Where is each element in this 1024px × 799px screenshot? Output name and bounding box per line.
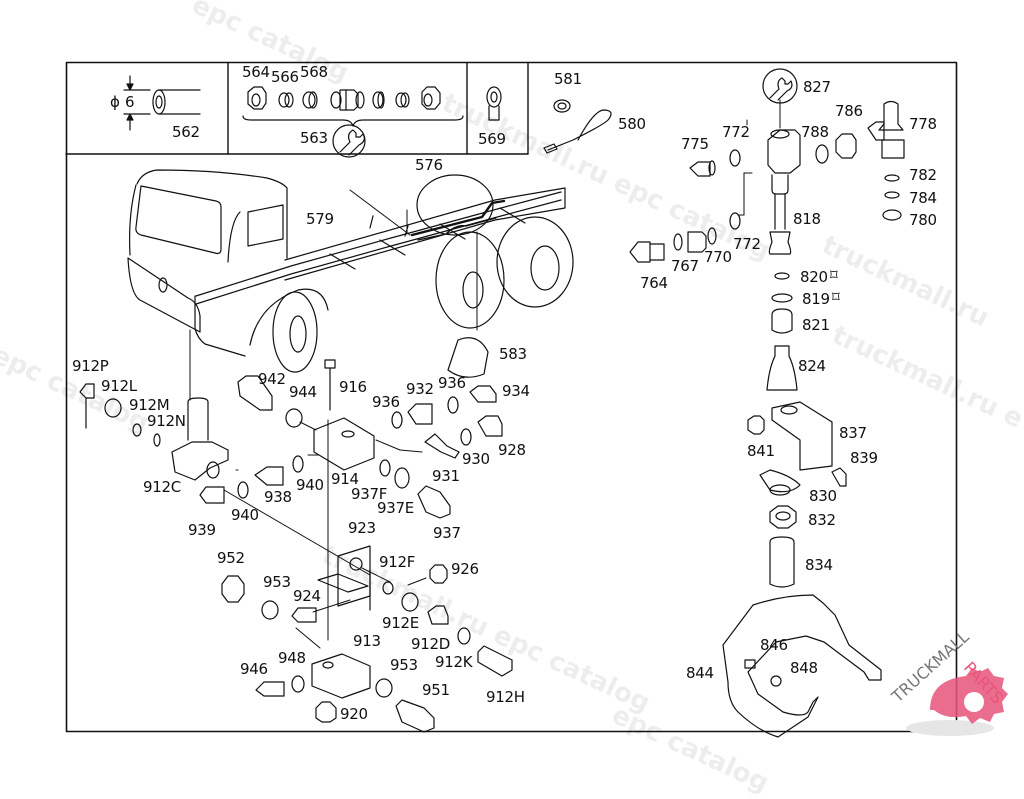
part-label-581[interactable]: 581	[554, 70, 582, 88]
part-label-942[interactable]: 942	[258, 370, 286, 388]
diagram-artwork	[65, 61, 958, 738]
part-label-953[interactable]: 953	[263, 573, 291, 591]
part-label-913[interactable]: 913	[353, 632, 381, 650]
part-label-819[interactable]: 819	[802, 290, 830, 308]
part-label-583[interactable]: 583	[499, 345, 527, 363]
ring-symbol-icon: ⌑	[830, 266, 838, 284]
part-label-839[interactable]: 839	[850, 449, 878, 467]
fittings-drawing	[242, 86, 464, 127]
part-label-912N[interactable]: 912N	[147, 412, 186, 430]
part-label-569[interactable]: 569	[478, 130, 506, 148]
part-label-912K[interactable]: 912K	[435, 653, 473, 671]
diameter-symbol: ϕ	[110, 93, 120, 111]
part-label-566[interactable]: 566	[271, 68, 299, 86]
part-label-937E[interactable]: 937E	[377, 499, 414, 517]
pipe-drawing	[123, 75, 201, 131]
part-label-780[interactable]: 780	[909, 211, 937, 229]
part-label-912C[interactable]: 912C	[143, 478, 181, 496]
air-line-drawing	[410, 199, 506, 241]
part-label-912P[interactable]: 912P	[72, 357, 109, 375]
part-label-952[interactable]: 952	[217, 549, 245, 567]
part-label-832[interactable]: 832	[808, 511, 836, 529]
part-label-818[interactable]: 818	[793, 210, 821, 228]
part-label-788[interactable]: 788	[801, 123, 829, 141]
part-label-916[interactable]: 916	[339, 378, 367, 396]
part-label-948[interactable]: 948	[278, 649, 306, 667]
part-label-784[interactable]: 784	[909, 189, 937, 207]
cable-tie-drawing	[543, 99, 612, 154]
part-label-938[interactable]: 938	[264, 488, 292, 506]
part-label-764[interactable]: 764	[640, 274, 668, 292]
part-label-564[interactable]: 564	[242, 63, 270, 81]
part-label-936[interactable]: 936	[372, 393, 400, 411]
part-label-931[interactable]: 931	[432, 467, 460, 485]
part-label-772[interactable]: 772	[733, 235, 761, 253]
part-label-914[interactable]: 914	[331, 470, 359, 488]
part-label-940[interactable]: 940	[231, 506, 259, 524]
part-label-580[interactable]: 580	[618, 115, 646, 133]
part-label-820[interactable]: 820	[800, 268, 828, 286]
part-label-928[interactable]: 928	[498, 441, 526, 459]
part-label-924[interactable]: 924	[293, 587, 321, 605]
part-label-834[interactable]: 834	[805, 556, 833, 574]
part-label-821[interactable]: 821	[802, 316, 830, 334]
part-label-946[interactable]: 946	[240, 660, 268, 678]
part-label-568[interactable]: 568	[300, 63, 328, 81]
brand-logo: TRUCKMALL PARTS	[888, 627, 1024, 750]
leader-lines	[189, 99, 781, 649]
part-label-912E[interactable]: 912E	[382, 614, 419, 632]
valve-block-drawing	[79, 337, 503, 519]
part-label-939[interactable]: 939	[188, 521, 216, 539]
part-label-940[interactable]: 940	[296, 476, 324, 494]
part-label-912L[interactable]: 912L	[101, 377, 137, 395]
part-label-827[interactable]: 827	[803, 78, 831, 96]
part-label-837[interactable]: 837	[839, 424, 867, 442]
part-label-930[interactable]: 930	[462, 450, 490, 468]
part-label-951[interactable]: 951	[422, 681, 450, 699]
diameter-value: 6	[125, 93, 135, 111]
part-label-953[interactable]: 953	[390, 656, 418, 674]
diagram-frame	[65, 61, 958, 733]
part-label-920[interactable]: 920	[340, 705, 368, 723]
part-label-841[interactable]: 841	[747, 442, 775, 460]
part-label-844[interactable]: 844	[686, 664, 714, 682]
part-label-824[interactable]: 824	[798, 357, 826, 375]
part-label-912D[interactable]: 912D	[411, 635, 450, 653]
gear-icon	[906, 668, 1008, 736]
part-label-932[interactable]: 932	[406, 380, 434, 398]
part-label-786[interactable]: 786	[835, 102, 863, 120]
part-label-934[interactable]: 934	[502, 382, 530, 400]
part-label-926[interactable]: 926	[451, 560, 479, 578]
part-label-563[interactable]: 563	[300, 129, 328, 147]
part-label-848[interactable]: 848	[790, 659, 818, 677]
part-label-936[interactable]: 936	[438, 374, 466, 392]
part-label-846[interactable]: 846	[760, 636, 788, 654]
part-label-937[interactable]: 937	[433, 524, 461, 542]
ring-symbol-icon: ⌑	[832, 288, 840, 306]
truck-drawing	[127, 169, 574, 373]
part-label-767[interactable]: 767	[671, 257, 699, 275]
part-label-576[interactable]: 576	[415, 156, 443, 174]
part-label-912M[interactable]: 912M	[129, 396, 170, 414]
part-label-562[interactable]: 562	[172, 123, 200, 141]
part-label-778[interactable]: 778	[909, 115, 937, 133]
part-label-912H[interactable]: 912H	[486, 688, 525, 706]
part-label-770[interactable]: 770	[704, 248, 732, 266]
part-label-775[interactable]: 775	[681, 135, 709, 153]
bracket-assembly-drawing	[221, 545, 513, 733]
part-label-782[interactable]: 782	[909, 166, 937, 184]
part-label-830[interactable]: 830	[809, 487, 837, 505]
part-label-772[interactable]: 772	[722, 123, 750, 141]
part-label-944[interactable]: 944	[289, 383, 317, 401]
wrench-icon	[332, 124, 366, 158]
banjo-eye-drawing	[486, 86, 502, 121]
valve-assembly-drawing	[629, 68, 905, 738]
part-label-923[interactable]: 923	[348, 519, 376, 537]
header-cell-dividers	[65, 62, 529, 155]
part-label-937F[interactable]: 937F	[351, 485, 388, 503]
part-label-912F[interactable]: 912F	[379, 553, 416, 571]
part-label-579[interactable]: 579	[306, 210, 334, 228]
